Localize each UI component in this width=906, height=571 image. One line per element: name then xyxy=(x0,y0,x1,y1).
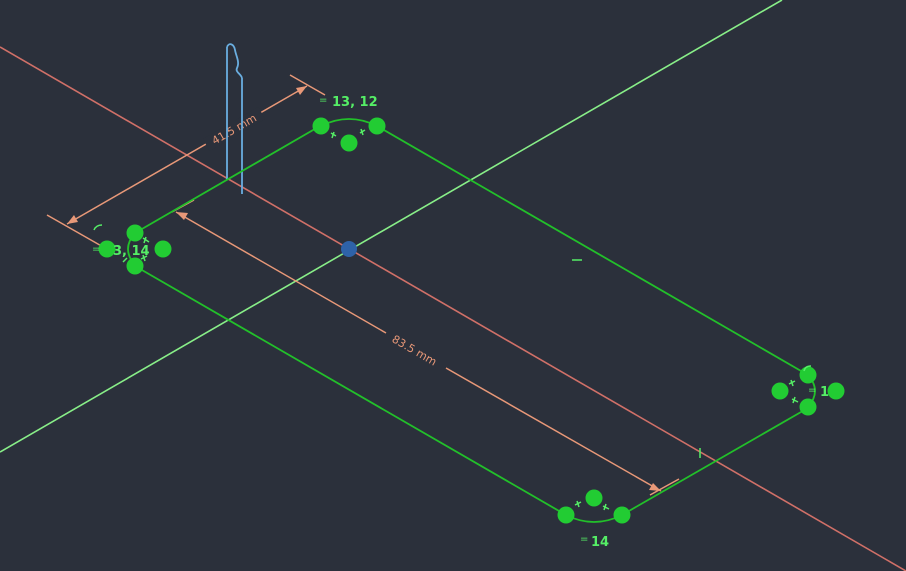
tangent-constraint-icon[interactable] xyxy=(122,257,128,263)
length-arrow-right-icon xyxy=(649,483,661,491)
sketch-point-right-left[interactable] xyxy=(771,382,789,400)
sketch-point-bottom-right[interactable] xyxy=(613,506,631,524)
sketch-edge-bottom-right[interactable] xyxy=(621,407,809,516)
sketch-edge-top-left[interactable] xyxy=(134,125,321,234)
sketch-point-bottom-left[interactable] xyxy=(557,506,575,524)
sketch-point-top-left[interactable] xyxy=(312,117,330,135)
tangent-constraint-icon[interactable] xyxy=(142,236,150,244)
sketch-point-right-bottom[interactable] xyxy=(799,398,817,416)
sketch-point-left-center[interactable] xyxy=(98,240,116,258)
length-dimension[interactable]: 83.5 mm xyxy=(171,199,680,496)
sketch-point-right-top[interactable] xyxy=(799,366,817,384)
bottom-corner-constraint-label[interactable]: 14 xyxy=(591,535,609,550)
y-axis-line[interactable] xyxy=(0,0,783,453)
sketch-point-top-center[interactable] xyxy=(340,134,358,152)
tangent-constraint-icon[interactable] xyxy=(788,379,796,387)
z-indicator-curl-icon xyxy=(226,43,243,79)
width-arrow-bottom-icon xyxy=(67,215,78,224)
tangent-constraint-icon[interactable] xyxy=(140,254,148,262)
tangent-constraint-icon[interactable] xyxy=(602,503,610,511)
equal-constraint-icon[interactable]: = xyxy=(319,95,327,106)
sketch-point-top-right[interactable] xyxy=(368,117,386,135)
length-arrow-left-icon xyxy=(176,212,188,220)
origin-point[interactable] xyxy=(341,241,357,257)
width-arrow-top-icon xyxy=(296,86,307,95)
length-extension-line-right xyxy=(649,478,680,496)
constraint-glyphs xyxy=(93,128,812,511)
sketch-point-left-outer[interactable] xyxy=(154,240,172,258)
width-dimension[interactable]: 41.5 mm xyxy=(46,74,326,253)
constraint-labels: = 13, 12 = 3, 14 = 1 = 14 xyxy=(92,95,829,550)
length-dimension-line-a xyxy=(175,211,387,334)
width-dimension-line xyxy=(66,85,308,225)
left-corner-constraint-label[interactable]: 3, 14 xyxy=(113,244,150,259)
width-label-backdrop xyxy=(202,106,266,152)
sketch-point-bottom-center[interactable] xyxy=(585,489,603,507)
width-extension-line-top xyxy=(289,74,326,96)
equal-constraint-icon[interactable]: = xyxy=(808,385,816,396)
tangent-constraint-icon[interactable] xyxy=(330,131,337,139)
equal-constraint-icon[interactable]: = xyxy=(580,534,588,545)
sketch-edge-bottom-left[interactable] xyxy=(134,265,567,516)
sketch-point-left-bottom[interactable] xyxy=(126,257,144,275)
length-dimension-line-b xyxy=(445,367,662,492)
tangent-constraint-icon[interactable] xyxy=(574,500,582,508)
top-corner-constraint-label[interactable]: 13, 12 xyxy=(332,95,378,110)
tangent-constraint-icon[interactable] xyxy=(791,396,799,404)
tangent-constraint-icon[interactable] xyxy=(803,365,812,372)
sketch-point-left-top[interactable] xyxy=(126,224,144,242)
z-direction-indicator xyxy=(226,43,243,194)
right-corner-constraint-label[interactable]: 1 xyxy=(820,385,829,400)
equal-constraint-icon[interactable]: = xyxy=(92,244,100,255)
x-axis-line[interactable] xyxy=(0,46,906,571)
sketch-point-right-outer[interactable] xyxy=(827,382,845,400)
sketch-edge-top-right[interactable] xyxy=(376,125,809,376)
sketch-points[interactable] xyxy=(98,117,845,524)
tangent-constraint-icon[interactable] xyxy=(359,128,366,136)
tangent-constraint-icon[interactable] xyxy=(93,224,103,231)
width-dimension-label[interactable]: 41.5 mm xyxy=(210,111,259,147)
length-dimension-label[interactable]: 83.5 mm xyxy=(390,333,439,369)
